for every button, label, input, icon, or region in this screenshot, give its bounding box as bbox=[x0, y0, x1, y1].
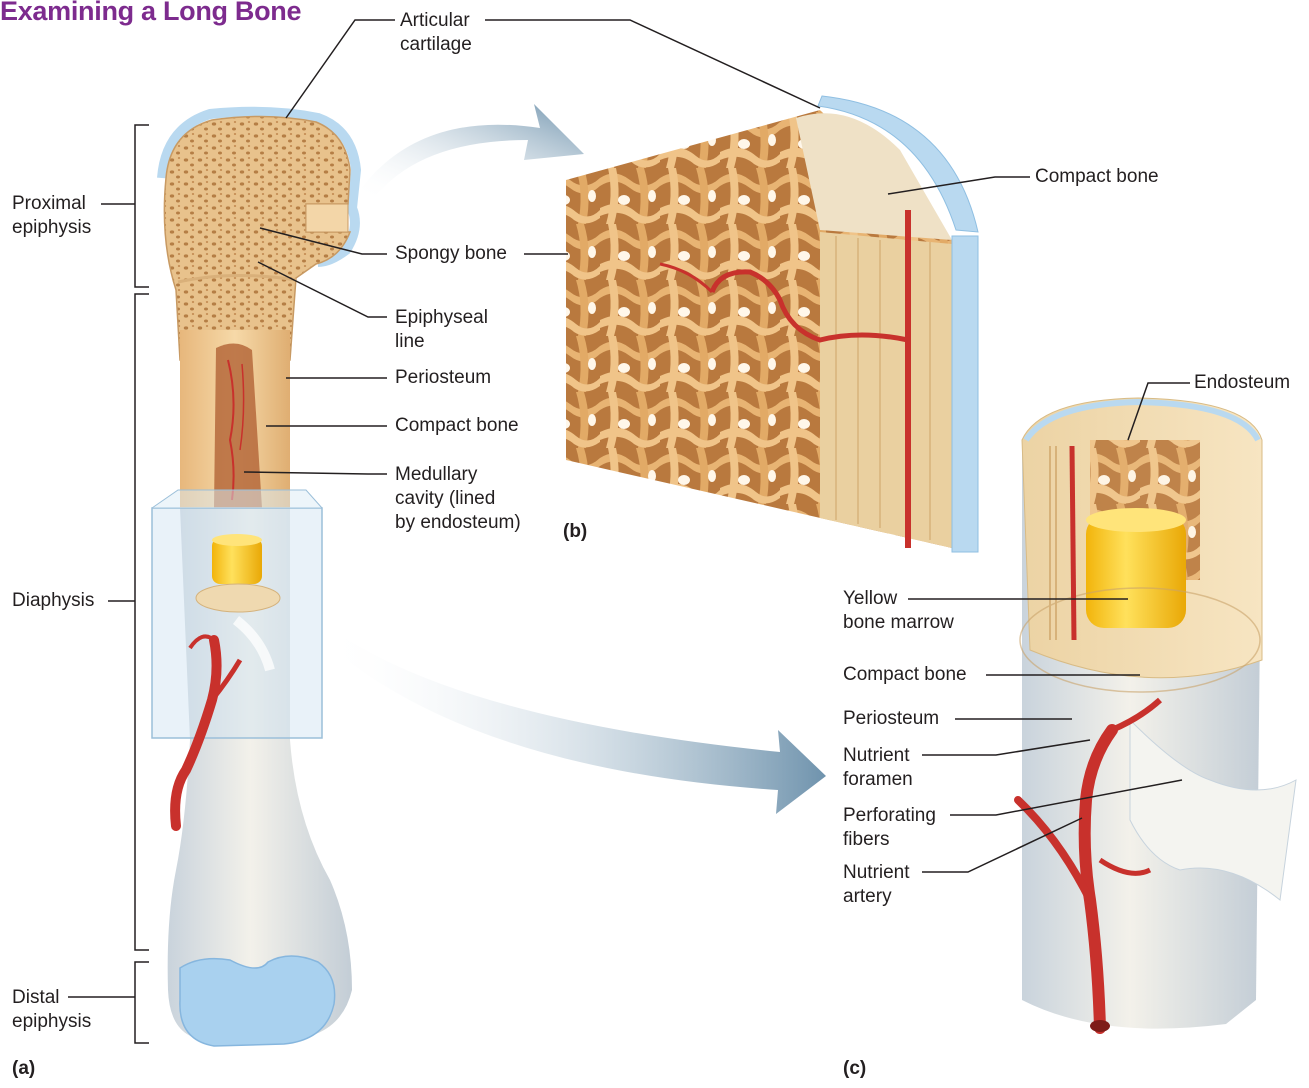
bracket-proximal bbox=[135, 125, 149, 287]
label-periosteum-c: Periosteum bbox=[843, 707, 939, 731]
label-compact-bone-a: Compact bone bbox=[395, 414, 519, 438]
section-b bbox=[566, 96, 978, 552]
label-endosteum: Endosteum bbox=[1194, 371, 1290, 395]
bracket-distal bbox=[135, 962, 149, 1043]
label-compact-bone-c: Compact bone bbox=[843, 663, 967, 687]
label-perforating-fibers: Perforating fibers bbox=[843, 804, 936, 852]
panel-label-a: (a) bbox=[12, 1058, 35, 1080]
long-bone-a bbox=[152, 112, 356, 1046]
label-periosteum-a: Periosteum bbox=[395, 366, 491, 390]
label-proximal-epiphysis: Proximal epiphysis bbox=[12, 192, 91, 240]
yellow-marrow-c bbox=[1086, 516, 1186, 628]
section-box-top bbox=[152, 490, 322, 508]
label-yellow-bone-marrow: Yellow bone marrow bbox=[843, 587, 954, 635]
panel-label-c: (c) bbox=[843, 1058, 866, 1080]
spongy-bone-notch bbox=[306, 204, 348, 232]
compact-ring-a bbox=[196, 584, 280, 612]
label-articular-cartilage: Articular cartilage bbox=[400, 9, 472, 57]
spongy-bone-area bbox=[164, 116, 350, 360]
compact-bone-top bbox=[796, 113, 952, 240]
distal-cartilage bbox=[180, 956, 335, 1046]
artery-cut-end bbox=[1090, 1020, 1110, 1032]
panel-label-b: (b) bbox=[563, 521, 587, 543]
label-spongy-bone: Spongy bone bbox=[395, 242, 507, 266]
section-c bbox=[1018, 398, 1296, 1032]
label-compact-bone-b: Compact bone bbox=[1035, 165, 1159, 189]
label-diaphysis: Diaphysis bbox=[12, 589, 94, 613]
bracket-diaphysis bbox=[135, 294, 149, 950]
label-nutrient-foramen: Nutrient foramen bbox=[843, 744, 913, 792]
figure-title: Examining a Long Bone bbox=[0, 0, 301, 27]
leader-articular-cartilage-b bbox=[485, 20, 820, 108]
label-epiphyseal-line: Epiphyseal line bbox=[395, 306, 488, 354]
yellow-marrow-a-top bbox=[212, 534, 262, 546]
arrow-to-b bbox=[360, 104, 584, 198]
label-nutrient-artery: Nutrient artery bbox=[843, 861, 910, 909]
yellow-marrow-c-top bbox=[1086, 508, 1186, 532]
arrow-to-c bbox=[322, 628, 826, 814]
compact-bone-face bbox=[820, 232, 952, 548]
label-distal-epiphysis: Distal epiphysis bbox=[12, 986, 91, 1034]
articular-cartilage-b-side bbox=[952, 236, 978, 552]
label-medullary-cavity: Medullary cavity (lined by endosteum) bbox=[395, 463, 521, 535]
leader-articular-cartilage-a bbox=[286, 20, 395, 118]
region-brackets bbox=[68, 125, 149, 1043]
vessel-c bbox=[1072, 446, 1074, 640]
